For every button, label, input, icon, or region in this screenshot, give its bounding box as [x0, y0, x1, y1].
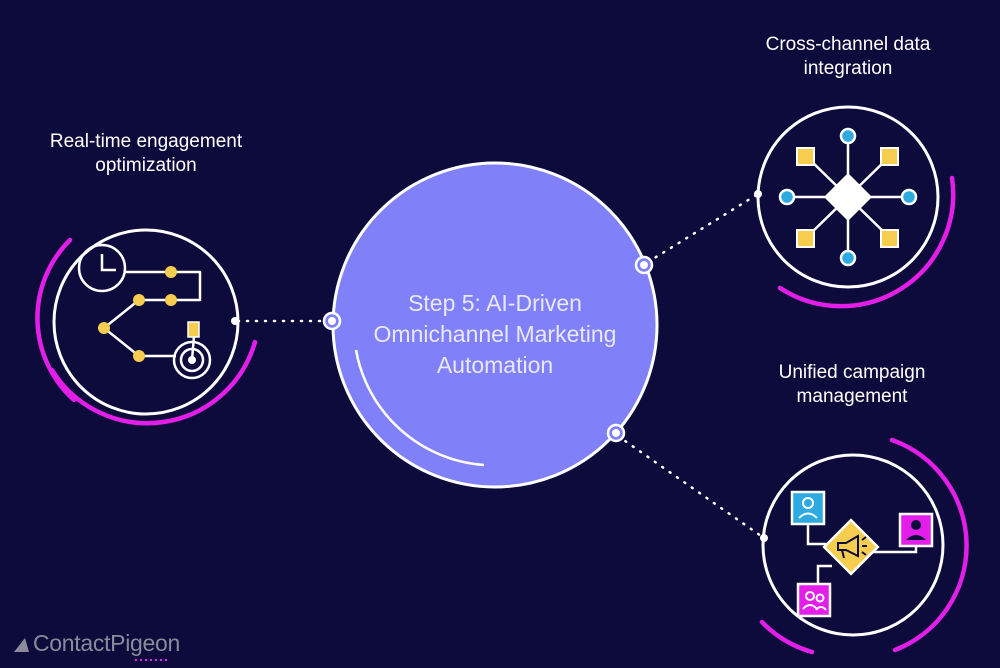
label-left-line-1: Real-time engagement: [49, 131, 243, 152]
workflow-path-icon: [98, 266, 202, 362]
label-bottom-right-line-1: Unified campaign: [778, 362, 926, 383]
connector-bottom-right: [616, 434, 766, 540]
node-left-circle: [35, 228, 258, 426]
connector-top-right: [646, 192, 760, 264]
center-port-top-right: [634, 255, 654, 275]
label-top-right-line-2: integration: [803, 58, 893, 79]
brand-logo: ContactPigeon: [14, 630, 180, 657]
center-title-line-1: Step 5: AI-Driven: [408, 290, 582, 316]
user-group-magenta-icon: [796, 582, 832, 618]
brand-part-1: Contact: [33, 630, 111, 656]
user-card-cyan-icon: [790, 490, 826, 526]
label-top-right: Cross-channel data integration: [718, 33, 978, 81]
brand-mark-icon: [14, 638, 29, 652]
label-left-line-2: optimization: [95, 155, 197, 176]
node-top-right-circle: [754, 105, 956, 309]
label-bottom-right-line-2: management: [796, 386, 908, 407]
megaphone-icon: [822, 518, 880, 576]
center-title-line-2: Omnichannel Marketing: [373, 321, 617, 347]
label-bottom-right: Unified campaign management: [722, 361, 982, 409]
center-port-bottom-right: [606, 423, 626, 443]
user-card-magenta-icon: [898, 512, 934, 548]
label-top-right-line-1: Cross-channel data: [765, 34, 931, 55]
center-port-left: [322, 311, 342, 331]
campaign-flow-icon: [806, 524, 918, 584]
center-title-line-3: Automation: [436, 352, 554, 378]
center-title: Step 5: AI-Driven Omnichannel Marketing …: [335, 288, 655, 381]
target-icon: [172, 321, 212, 380]
brand-part-2: Pigeon: [110, 630, 180, 656]
label-left: Real-time engagement optimization: [26, 130, 266, 178]
node-bottom-right-circle: [759, 437, 969, 655]
clock-icon: [77, 243, 127, 293]
data-hub-icon: [778, 127, 918, 267]
